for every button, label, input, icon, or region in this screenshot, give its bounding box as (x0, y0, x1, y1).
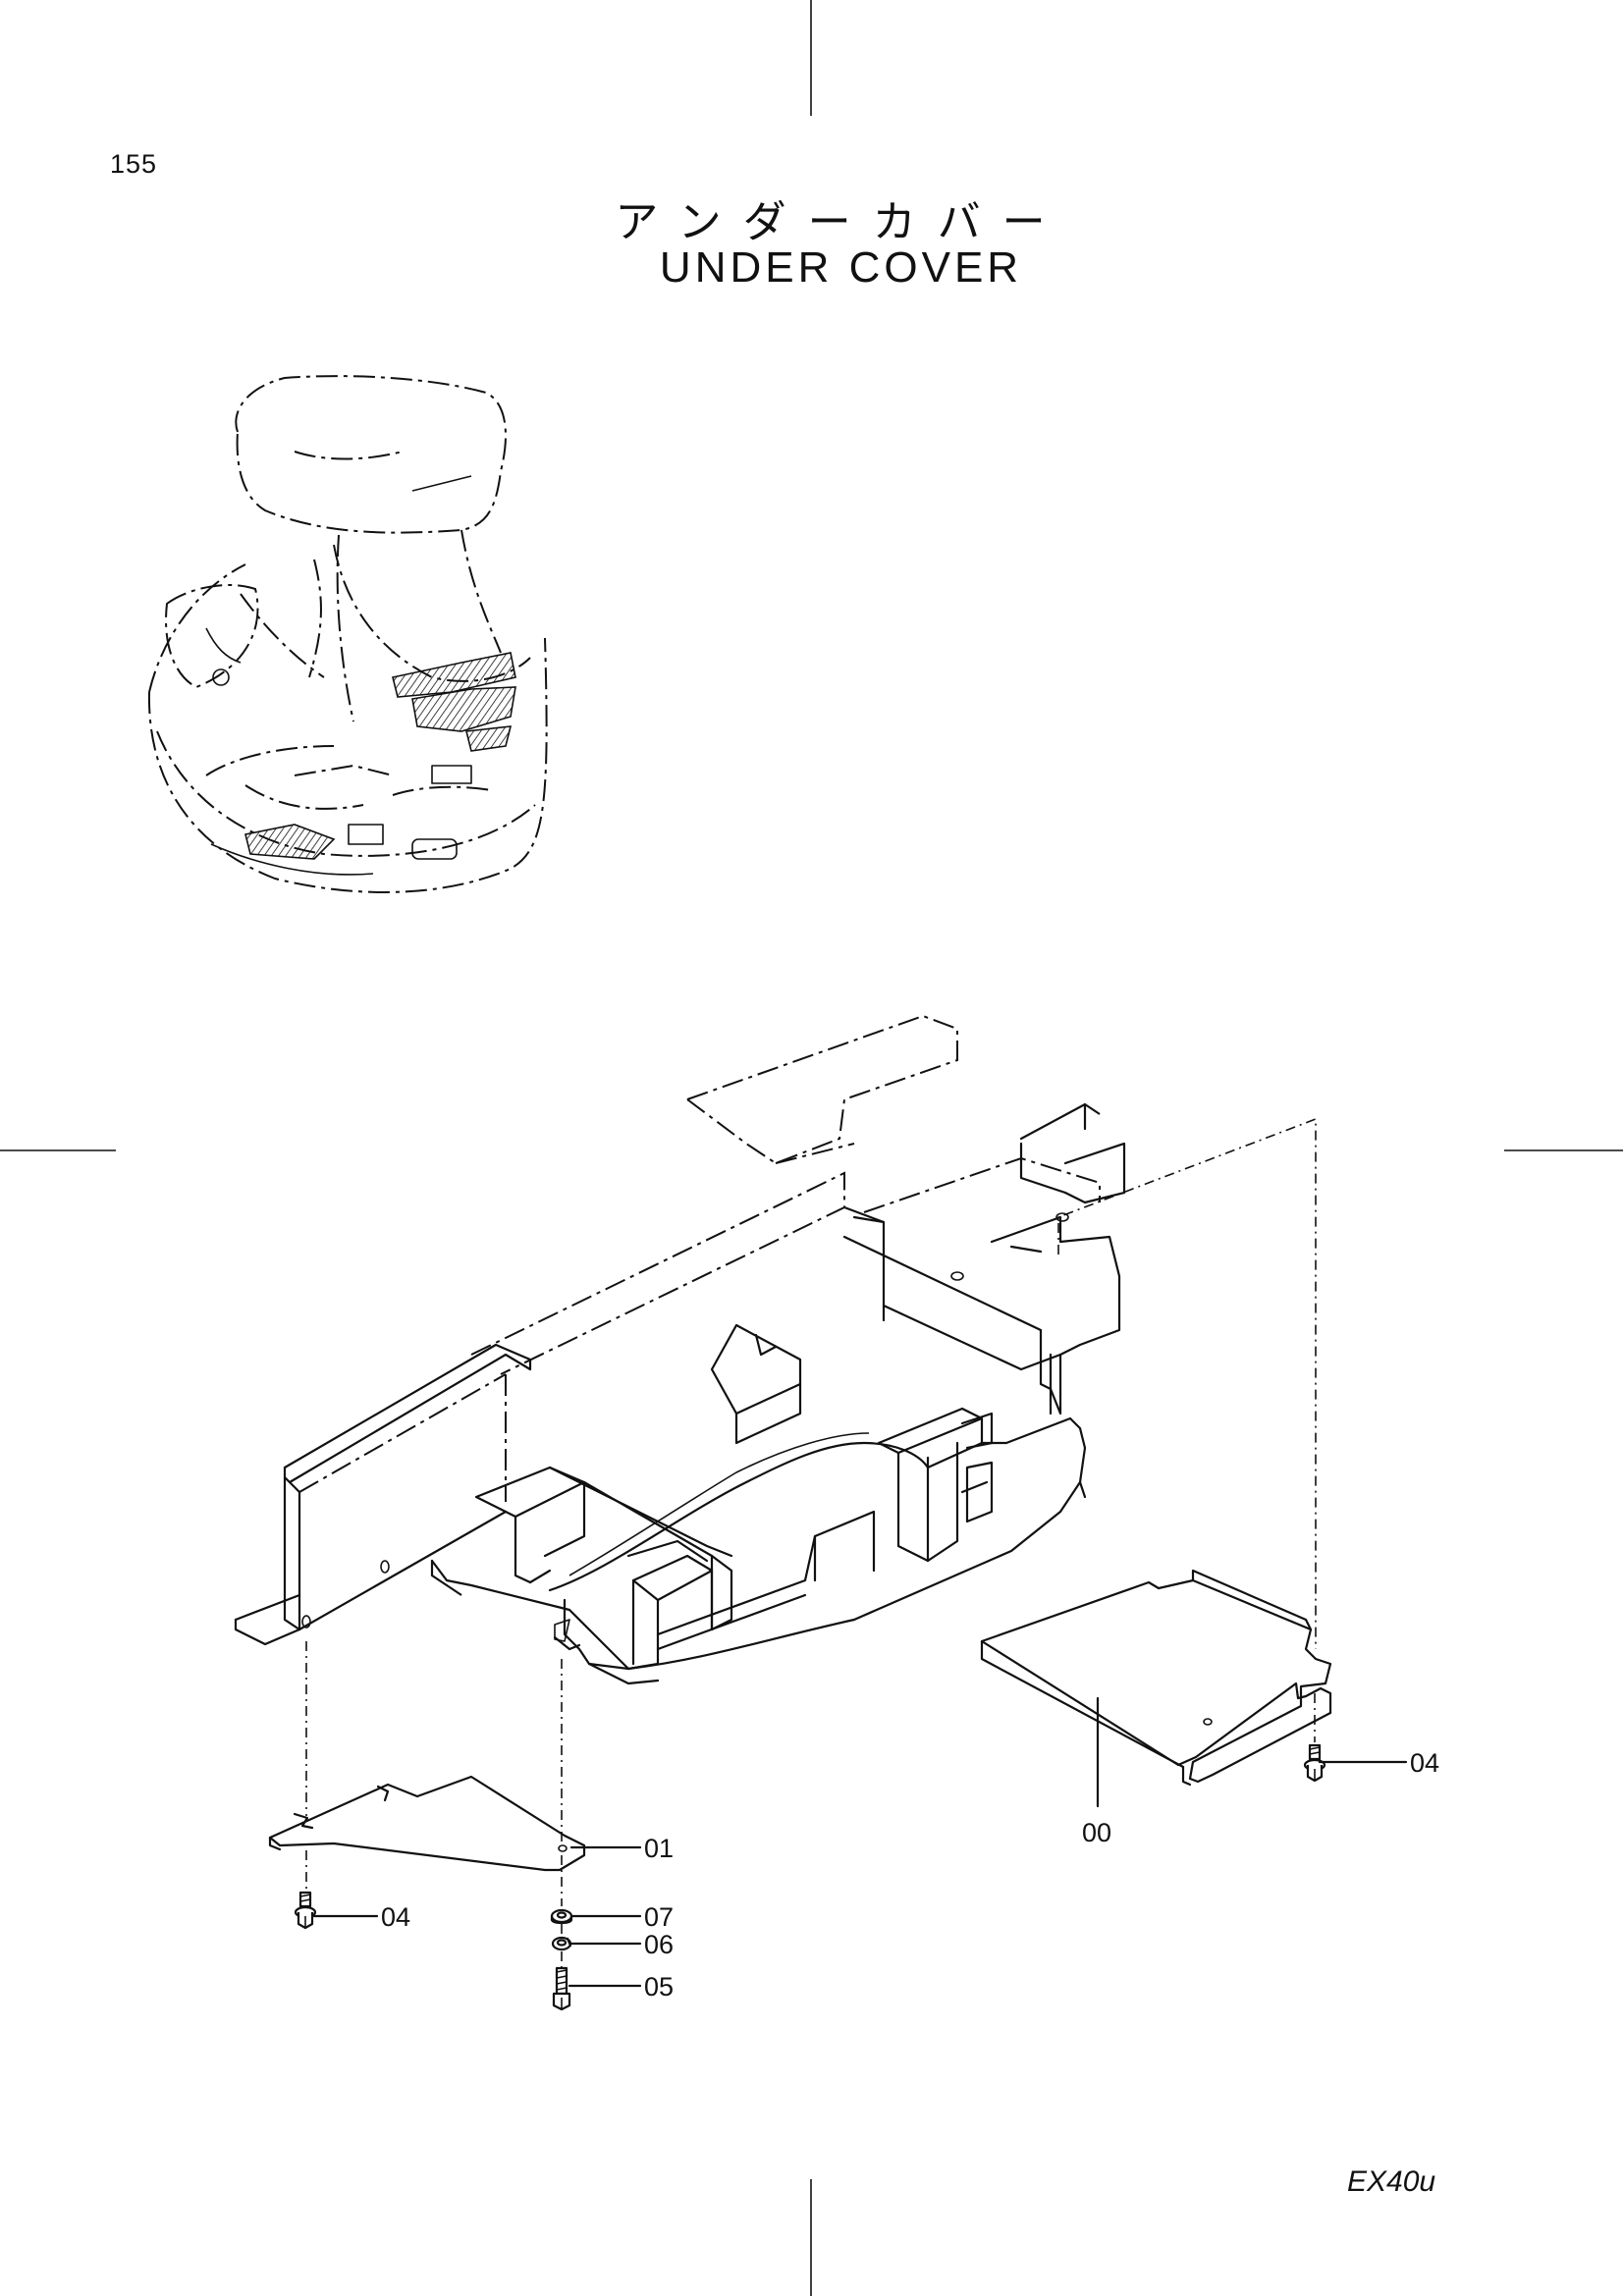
bolt-icon (294, 1891, 317, 1930)
leader-lines (312, 1760, 1408, 1988)
washer-icon (550, 1908, 573, 1925)
callout-05: 05 (644, 1972, 674, 2002)
callout-01: 01 (644, 1834, 674, 1863)
callout-04-right: 04 (1410, 1748, 1439, 1778)
assembly-lines (305, 1117, 1317, 1967)
callout-06: 06 (644, 1930, 674, 1959)
page-number: 155 (110, 149, 158, 179)
under-cover-right-part-00 (980, 1569, 1332, 1808)
upper-structure-overview-illustration (147, 375, 548, 893)
model-designation: EX40u (1347, 2165, 1436, 2198)
page-title-japanese: アンダーカバー (615, 197, 1067, 247)
bolt-icon (552, 1966, 571, 2011)
under-cover-left-part-01 (268, 1775, 586, 1872)
callout-00: 00 (1082, 1818, 1111, 1847)
page-title-english: UNDER COVER (659, 243, 1023, 292)
callout-07: 07 (644, 1902, 674, 1932)
lock-washer-icon (551, 1936, 572, 1951)
callout-04-left: 04 (381, 1902, 410, 1932)
revolving-frame-illustration (234, 1014, 1126, 1685)
